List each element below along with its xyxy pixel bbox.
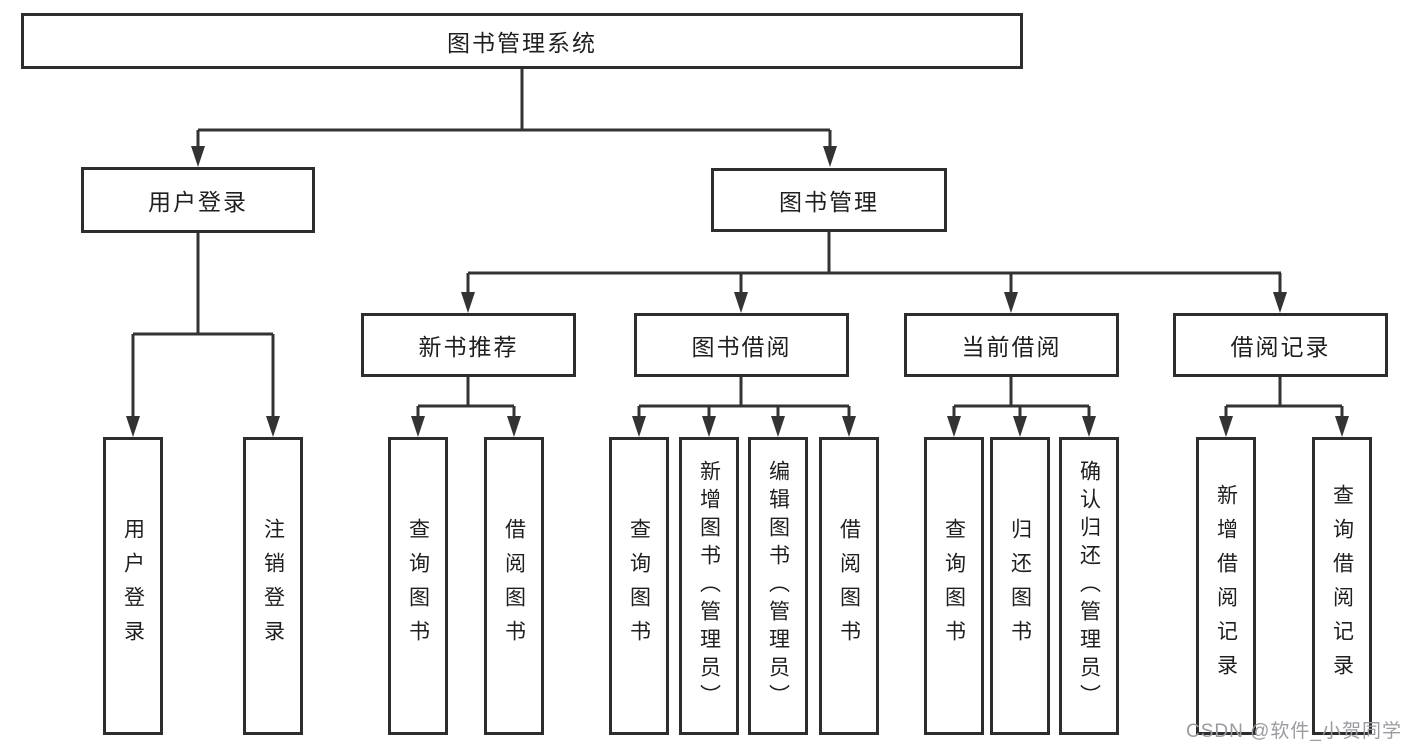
node-borrow-records: 借阅记录: [1173, 313, 1388, 377]
leaf-label: 借阅图书: [502, 518, 526, 654]
leaf-current-query-books: 查询图书: [924, 437, 984, 735]
leaf-label: 查询图书: [942, 518, 966, 654]
leaf-records-add-record: 新增借阅记录: [1196, 437, 1256, 735]
leaf-borrow-query-books: 查询图书: [609, 437, 669, 735]
leaf-borrow-edit-books-admin: 编辑图书（管理员）: [748, 437, 808, 735]
leaf-user-login: 用户登录: [103, 437, 163, 735]
leaf-label: 查询图书: [406, 518, 430, 654]
node-user-login: 用户登录: [81, 167, 315, 233]
leaf-label: 归还图书: [1008, 518, 1032, 654]
watermark: CSDN @软件_小贺同学: [1186, 721, 1402, 742]
node-new-book-recommend: 新书推荐: [361, 313, 576, 377]
node-book-management: 图书管理: [711, 168, 947, 232]
leaf-newbook-query-books: 查询图书: [388, 437, 448, 735]
leaf-label: 查询图书: [627, 518, 651, 654]
node-library-management-system: 图书管理系统: [21, 13, 1023, 69]
leaf-label: 用户登录: [121, 518, 145, 654]
leaf-label: 编辑图书（管理员）: [766, 460, 790, 712]
node-current-borrow: 当前借阅: [904, 313, 1119, 377]
leaf-newbook-borrow-books: 借阅图书: [484, 437, 544, 735]
leaf-label: 新增图书（管理员）: [697, 460, 721, 712]
arrowhead-icons: [126, 146, 1349, 437]
leaf-borrow-add-books-admin: 新增图书（管理员）: [679, 437, 739, 735]
node-book-borrow: 图书借阅: [634, 313, 849, 377]
leaf-records-query-record: 查询借阅记录: [1312, 437, 1372, 735]
leaf-current-return-books: 归还图书: [990, 437, 1050, 735]
leaf-current-confirm-return-admin: 确认归还（管理员）: [1059, 437, 1119, 735]
leaf-label: 确认归还（管理员）: [1077, 460, 1101, 712]
leaf-label: 查询借阅记录: [1330, 484, 1354, 688]
leaf-label: 新增借阅记录: [1214, 484, 1238, 688]
leaf-label: 借阅图书: [837, 518, 861, 654]
leaf-label: 注销登录: [261, 518, 285, 654]
leaf-borrow-borrow-books: 借阅图书: [819, 437, 879, 735]
leaf-logout: 注销登录: [243, 437, 303, 735]
